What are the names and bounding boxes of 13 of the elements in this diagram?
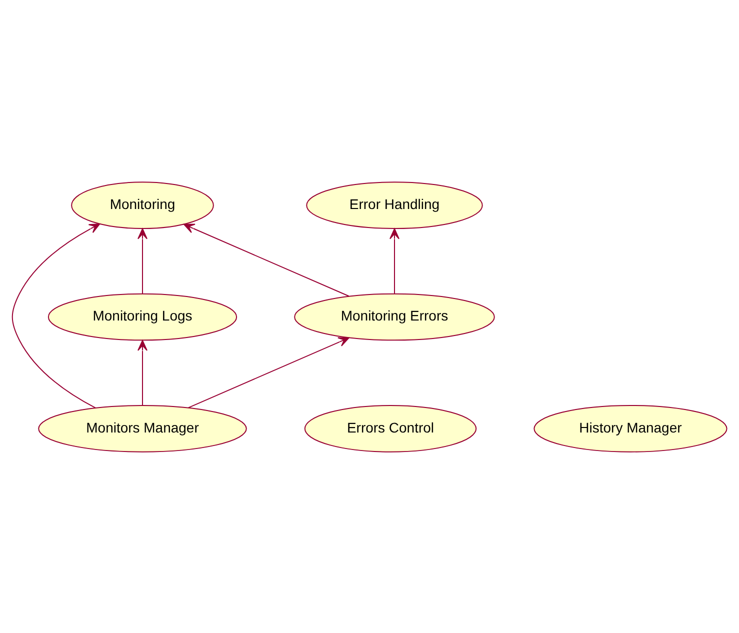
arrow — [12, 222, 100, 408]
node-ellipse: Monitors Manager — [38, 404, 247, 452]
node-ellipse: Monitoring Errors — [294, 292, 495, 340]
arrow — [390, 228, 400, 294]
node-ellipse: Error Handling — [306, 181, 483, 228]
arrow — [188, 336, 350, 408]
arrow — [138, 339, 148, 406]
node-ellipse: Errors Control — [304, 404, 477, 452]
node-ellipse: History Manager — [534, 404, 728, 452]
node-ellipse: Monitoring — [71, 181, 214, 228]
node-ellipse: Monitoring Logs — [48, 292, 238, 340]
arrow — [184, 223, 350, 296]
arrow — [138, 228, 148, 294]
